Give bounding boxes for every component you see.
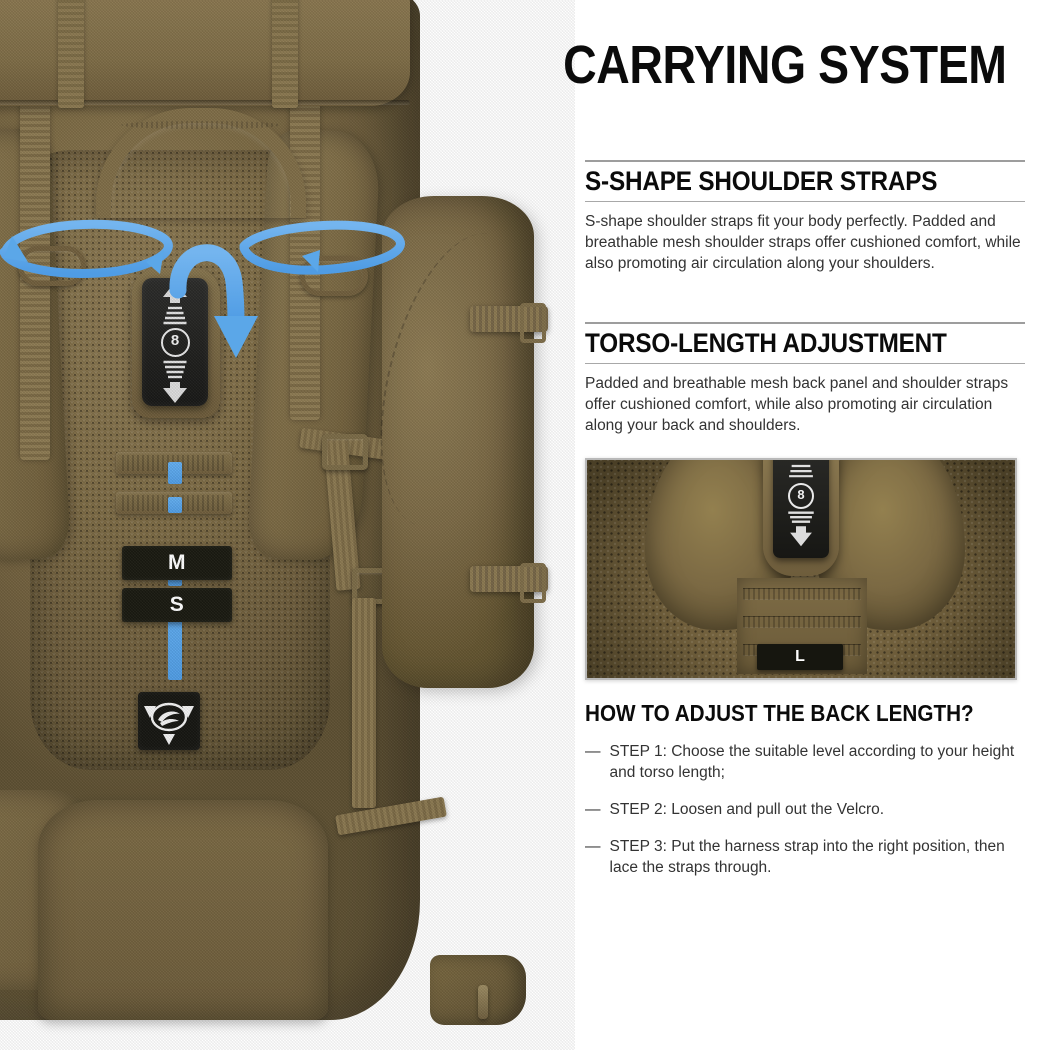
inset-size-label: L — [757, 644, 843, 670]
torso-adjust-tab: 8 — [142, 278, 208, 406]
lumbar-pad — [38, 800, 328, 1020]
up-arrow-icon — [163, 281, 187, 324]
brand-emblem-icon — [144, 702, 194, 745]
size-label-m: M — [122, 546, 232, 580]
how-to-heading: HOW TO ADJUST THE BACK LENGTH? — [585, 700, 974, 726]
lid-webbing-left — [58, 0, 84, 108]
inset-up-chevrons-icon — [789, 460, 813, 478]
step-bullet: — — [585, 743, 601, 760]
step-text: STEP 1: Choose the suitable level accord… — [609, 743, 1015, 782]
section-how-to-adjust: HOW TO ADJUST THE BACK LENGTH? — STEP 1:… — [585, 700, 1025, 894]
lid-webbing-right — [272, 0, 298, 108]
step-text: STEP 2: Loosen and pull out the Velcro. — [609, 801, 885, 819]
pouch-strap-upper — [470, 303, 548, 343]
product-photo: M S 8 — [0, 0, 575, 1050]
pouch-strap-lower — [470, 563, 548, 603]
section-body: Padded and breathable mesh back panel an… — [585, 374, 1009, 435]
buckle-upper — [322, 434, 368, 470]
blue-guide-1 — [168, 462, 182, 484]
step-text: STEP 3: Put the harness strap into the r… — [609, 838, 1005, 877]
divider-bottom — [585, 362, 1025, 364]
side-pouch — [382, 196, 534, 688]
divider-bottom — [585, 200, 1025, 202]
tab-number: 8 — [160, 327, 190, 357]
zipper-pull — [478, 985, 488, 1019]
step-item: — STEP 3: Put the harness strap into the… — [585, 836, 1025, 878]
inset-down-arrow-icon — [788, 511, 814, 547]
inset-tab-number: 8 — [788, 483, 814, 509]
page-title: CARRYING SYSTEM — [563, 35, 1008, 95]
brand-logo-patch — [138, 692, 200, 750]
section-body: S-shape shoulder straps fit your body pe… — [585, 212, 1021, 273]
step-item: — STEP 2: Loosen and pull out the Velcro… — [585, 799, 1025, 820]
section-shoulder-straps: S-SHAPE SHOULDER STRAPS S-shape shoulder… — [585, 160, 1025, 275]
blue-guide-2 — [168, 497, 182, 513]
divider-top — [585, 160, 1025, 162]
step-item: — STEP 1: Choose the suitable level acco… — [585, 741, 1025, 783]
step-bullet: — — [585, 838, 601, 856]
inset-adjust-tab: 8 — [773, 460, 829, 558]
compression-strap-lower — [352, 598, 376, 808]
down-arrow-icon — [163, 360, 187, 403]
divider-top — [585, 322, 1025, 324]
closeup-inset-photo: 8 L — [585, 458, 1017, 680]
step-bullet: — — [585, 801, 601, 819]
info-column: CARRYING SYSTEM S-SHAPE SHOULDER STRAPS … — [564, 0, 1025, 1050]
lid-seam — [0, 100, 410, 105]
section-heading: S-SHAPE SHOULDER STRAPS — [585, 166, 938, 196]
haul-handle — [96, 108, 306, 218]
size-label-s: S — [122, 588, 232, 622]
d-ring-right — [300, 256, 368, 296]
section-heading: TORSO-LENGTH ADJUSTMENT — [585, 328, 947, 358]
section-torso-adjustment: TORSO-LENGTH ADJUSTMENT Padded and breat… — [585, 322, 1025, 437]
d-ring-left — [18, 246, 86, 286]
